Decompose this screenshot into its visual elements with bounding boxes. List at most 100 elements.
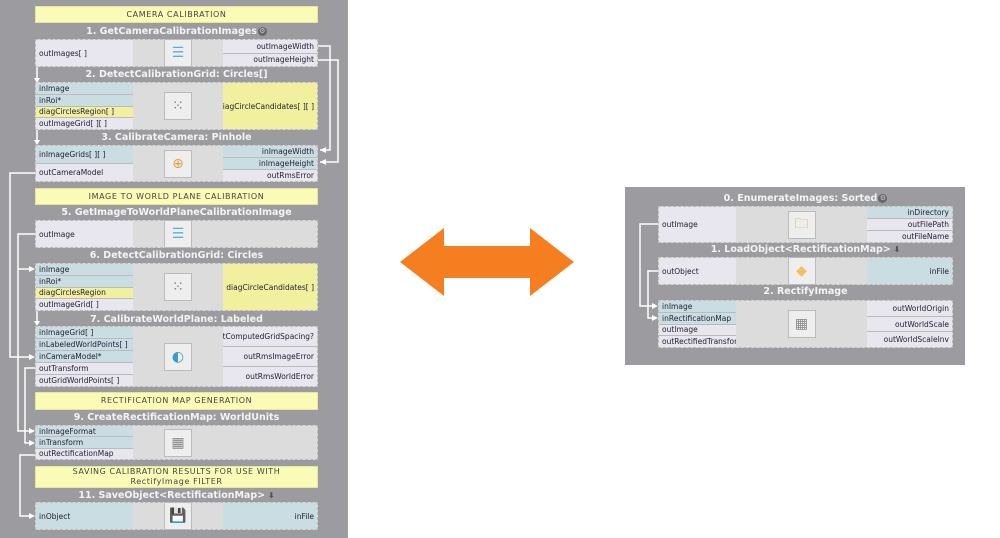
port[interactable]: inImage: [36, 264, 133, 276]
filter-title-text: 2. DetectCalibrationGrid: Circles[]: [85, 69, 268, 80]
globe-icon: ◐: [164, 342, 192, 371]
port[interactable]: outImageGrid[ ][ ]: [36, 118, 133, 129]
port[interactable]: outTransform: [36, 363, 133, 375]
list-icon: ☰: [164, 220, 192, 248]
filter-title[interactable]: 5. GetImageToWorldPlaneCalibrationImage: [35, 207, 318, 219]
port[interactable]: diagCirclesRegion[ ]: [36, 106, 133, 119]
port[interactable]: inTransform: [36, 437, 133, 449]
port[interactable]: outFileName: [867, 231, 952, 242]
port[interactable]: outRectifiedTransform: [659, 336, 736, 347]
left-ports: outImage: [36, 221, 133, 247]
port[interactable]: inRectificationMap: [659, 312, 736, 325]
port[interactable]: inFile: [867, 258, 952, 284]
filter-title[interactable]: 2. RectifyImage: [658, 286, 953, 298]
port[interactable]: diagCircleCandidates[ ][ ]: [223, 83, 317, 129]
port[interactable]: inImageGrid[ ]: [36, 327, 133, 339]
left-ports: outImage: [659, 207, 736, 242]
port[interactable]: inFile: [223, 503, 317, 529]
filter-title-text: 1. GetCameraCalibrationImages: [86, 26, 257, 37]
port[interactable]: inImage: [36, 83, 133, 95]
port[interactable]: inCameraModel*: [36, 351, 133, 363]
port[interactable]: inLabeledWorldPoints[ ]: [36, 339, 133, 351]
filter-block[interactable]: outObject inFile ◆: [658, 257, 953, 285]
left-ports: inImageGrids[ ][ ]outCameraModel: [36, 146, 133, 181]
port[interactable]: inImageGrids[ ][ ]: [36, 146, 133, 164]
gear-icon: ⚙: [257, 27, 267, 36]
filter-title-text: 2. RectifyImage: [763, 286, 848, 297]
down-arrow-icon: ⬇: [265, 491, 275, 500]
filter-title[interactable]: 2. DetectCalibrationGrid: Circles[]: [35, 69, 318, 81]
port[interactable]: inObject: [36, 503, 133, 529]
filter-title[interactable]: 7. CalibrateWorldPlane: Labeled: [35, 314, 318, 326]
port[interactable]: diagCirclesRegion: [36, 287, 133, 300]
left-ports: outImages[ ]: [36, 40, 133, 66]
filter-title[interactable]: 6. DetectCalibrationGrid: Circles: [35, 250, 318, 262]
section-header: SAVING CALIBRATION RESULTS FOR USE WITH …: [35, 466, 318, 488]
filter-title[interactable]: 1. GetCameraCalibrationImages⚙: [35, 26, 318, 38]
filter-block[interactable]: inObject inFile 💾: [35, 502, 318, 530]
port[interactable]: outImage: [36, 221, 133, 247]
right-ports: diagCircleCandidates[ ]: [223, 264, 317, 310]
port[interactable]: outRmsWorldError: [223, 367, 317, 386]
port[interactable]: inImageFormat: [36, 426, 133, 438]
section-header: RECTIFICATION MAP GENERATION: [35, 392, 318, 410]
left-ports: outObject: [659, 258, 736, 284]
filter-title-text: 3. CalibrateCamera: Pinhole: [101, 132, 252, 143]
port[interactable]: outRmsImageError: [223, 347, 317, 367]
port[interactable]: inDirectory: [867, 207, 952, 219]
port[interactable]: outWorldScaleInv: [867, 332, 952, 348]
port[interactable]: outImage: [659, 324, 736, 337]
filter-block[interactable]: outImage ☰: [35, 220, 318, 248]
port[interactable]: outObject: [659, 258, 736, 284]
port[interactable]: inImage: [659, 301, 736, 313]
port[interactable]: outImages[ ]: [36, 40, 133, 66]
floppy-icon: 💾: [164, 502, 192, 530]
port[interactable]: outRectificationMap: [36, 448, 133, 459]
left-ports: inObject: [36, 503, 133, 529]
port[interactable]: inRoi*: [36, 94, 133, 107]
port[interactable]: outWorldOrigin: [867, 301, 952, 317]
port[interactable]: inImageHeight: [223, 158, 317, 170]
filter-title-text: 9. CreateRectificationMap: WorldUnits: [73, 412, 280, 423]
port[interactable]: outImageHeight: [223, 53, 317, 66]
port[interactable]: outFilePath: [867, 219, 952, 231]
filter-block[interactable]: inImageGrid[ ]inLabeledWorldPoints[ ]inC…: [35, 326, 318, 387]
right-ports: inFile: [223, 503, 317, 529]
filter-title-text: 6. DetectCalibrationGrid: Circles: [89, 250, 264, 261]
port[interactable]: diagCircleCandidates[ ]: [223, 264, 317, 310]
down-arrow-icon: ⬇: [890, 245, 901, 254]
filter-title[interactable]: 11. SaveObject<RectificationMap> ⬇: [35, 490, 318, 502]
port[interactable]: outComputedGridSpacing?: [223, 327, 317, 347]
double-arrow-icon: [400, 228, 574, 296]
folder-icon: 🗀: [787, 210, 816, 239]
filter-title[interactable]: 9. CreateRectificationMap: WorldUnits: [35, 412, 318, 424]
filter-title[interactable]: 3. CalibrateCamera: Pinhole: [35, 132, 318, 144]
port[interactable]: outCameraModel: [36, 164, 133, 181]
port[interactable]: outImageGrid[ ]: [36, 299, 133, 310]
port[interactable]: outGridWorldPoints[ ]: [36, 375, 133, 386]
port[interactable]: outImageWidth: [223, 40, 317, 54]
port[interactable]: inImageWidth: [223, 146, 317, 158]
port[interactable]: inRoi*: [36, 275, 133, 288]
gear-icon: ⚙: [878, 194, 888, 203]
section-header: CAMERA CALIBRATION: [35, 6, 318, 23]
port[interactable]: outRmsError: [223, 170, 317, 181]
port[interactable]: outWorldScale: [867, 316, 952, 333]
filter-title-text: 7. CalibrateWorldPlane: Labeled: [90, 314, 263, 325]
filter-block[interactable]: inImageGrids[ ][ ]outCameraModel inImageW…: [35, 145, 318, 182]
filter-title[interactable]: 0. EnumerateImages: Sorted⚙: [658, 193, 953, 205]
list-icon: ☰: [164, 39, 192, 67]
load-icon: ◆: [787, 257, 816, 285]
port[interactable]: outImage: [659, 207, 736, 242]
filter-title[interactable]: 1. LoadObject<RectificationMap> ⬇: [658, 244, 953, 256]
